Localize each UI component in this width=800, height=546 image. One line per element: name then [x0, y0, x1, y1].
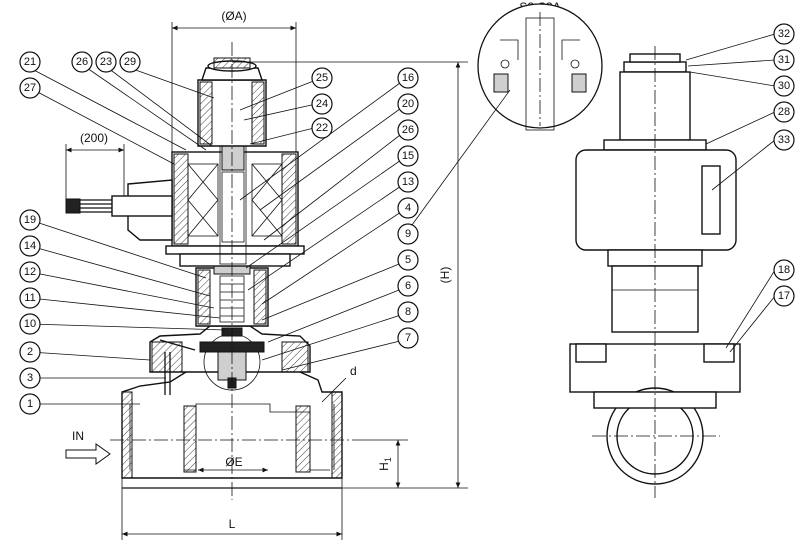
callout-26-center: 26: [397, 119, 419, 141]
svg-text:30: 30: [778, 80, 790, 92]
svg-text:11: 11: [24, 292, 35, 304]
length-l-label: L: [229, 517, 236, 531]
callout-27: 27: [19, 77, 41, 99]
svg-text:3: 3: [27, 372, 33, 384]
callout-21: 21: [19, 51, 41, 73]
svg-text:16: 16: [402, 72, 414, 84]
svg-text:19: 19: [24, 214, 36, 226]
callout-7: 7: [397, 327, 419, 349]
callout-16: 16: [397, 67, 419, 89]
callout-2: 2: [19, 341, 41, 363]
callout-10: 10: [19, 313, 41, 335]
callout-18: 18: [773, 259, 795, 281]
svg-text:2: 2: [27, 346, 33, 358]
callouts-center: 25 24 22 16 20 26 15 13 4 9 5 6 8 7: [311, 67, 419, 349]
dimension-lines: [65, 22, 468, 540]
side-view: [569, 46, 741, 498]
callout-1: 1: [19, 393, 41, 415]
port-d-label: d: [350, 364, 357, 378]
svg-text:25: 25: [316, 72, 328, 84]
callout-6: 6: [397, 275, 419, 297]
callouts-upper: 26 23 29: [71, 51, 141, 73]
height-h-label: (H): [438, 267, 452, 284]
callout-23: 23: [95, 51, 117, 73]
callout-8: 8: [397, 301, 419, 323]
callout-13: 13: [397, 171, 419, 193]
detail-view: [477, 3, 603, 131]
svg-text:8: 8: [405, 306, 411, 318]
callout-31: 31: [773, 49, 795, 71]
svg-text:27: 27: [24, 82, 36, 94]
callout-22: 22: [311, 117, 333, 139]
callout-17: 17: [773, 285, 795, 307]
svg-text:31: 31: [778, 54, 790, 66]
svg-text:15: 15: [402, 150, 414, 162]
callout-19: 19: [19, 209, 41, 231]
callouts-left: 21 27 19 14 12 11 10 2 3 1: [19, 51, 41, 415]
callout-26-upper: 26: [71, 51, 93, 73]
callout-29: 29: [119, 51, 141, 73]
callout-9: 9: [397, 223, 419, 245]
callout-3: 3: [19, 367, 41, 389]
svg-text:6: 6: [405, 280, 411, 292]
svg-text:26: 26: [402, 124, 414, 136]
callout-24: 24: [311, 93, 333, 115]
svg-text:17: 17: [778, 290, 790, 302]
callouts-side-view: 32 31 30 28 33 18 17: [773, 23, 795, 307]
svg-text:33: 33: [778, 134, 790, 146]
svg-text:18: 18: [778, 264, 790, 276]
svg-text:26: 26: [76, 56, 88, 68]
callout-20: 20: [397, 93, 419, 115]
callout-12: 12: [19, 261, 41, 283]
dia-e-label: ØE: [225, 455, 242, 469]
svg-text:14: 14: [24, 240, 36, 252]
svg-text:32: 32: [778, 28, 790, 40]
svg-text:21: 21: [24, 56, 36, 68]
dia-a-label: (ØA): [221, 9, 246, 23]
callout-30: 30: [773, 75, 795, 97]
callout-11: 11: [19, 287, 41, 309]
svg-text:29: 29: [124, 56, 136, 68]
svg-text:20: 20: [402, 98, 414, 110]
callout-28: 28: [773, 101, 795, 123]
len-200-label: (200): [80, 131, 108, 145]
callout-15: 15: [397, 145, 419, 167]
callout-32: 32: [773, 23, 795, 45]
svg-text:22: 22: [316, 122, 328, 134]
svg-text:10: 10: [24, 318, 36, 330]
svg-text:13: 13: [402, 176, 414, 188]
callout-25: 25: [311, 67, 333, 89]
svg-text:12: 12: [24, 266, 36, 278]
svg-text:5: 5: [405, 254, 411, 266]
section-view: [65, 42, 352, 500]
svg-text:1: 1: [27, 398, 33, 410]
callout-4: 4: [397, 197, 419, 219]
svg-text:4: 4: [405, 202, 411, 214]
callout-5: 5: [397, 249, 419, 271]
flow-in-label: IN: [72, 429, 84, 443]
h1-label: H1: [377, 457, 393, 471]
svg-text:9: 9: [405, 228, 411, 240]
svg-text:7: 7: [405, 332, 411, 344]
callout-33: 33: [773, 129, 795, 151]
callout-leaders: [29, 33, 776, 405]
svg-text:28: 28: [778, 106, 790, 118]
svg-text:24: 24: [316, 98, 328, 110]
svg-text:23: 23: [100, 56, 112, 68]
callout-14: 14: [19, 235, 41, 257]
